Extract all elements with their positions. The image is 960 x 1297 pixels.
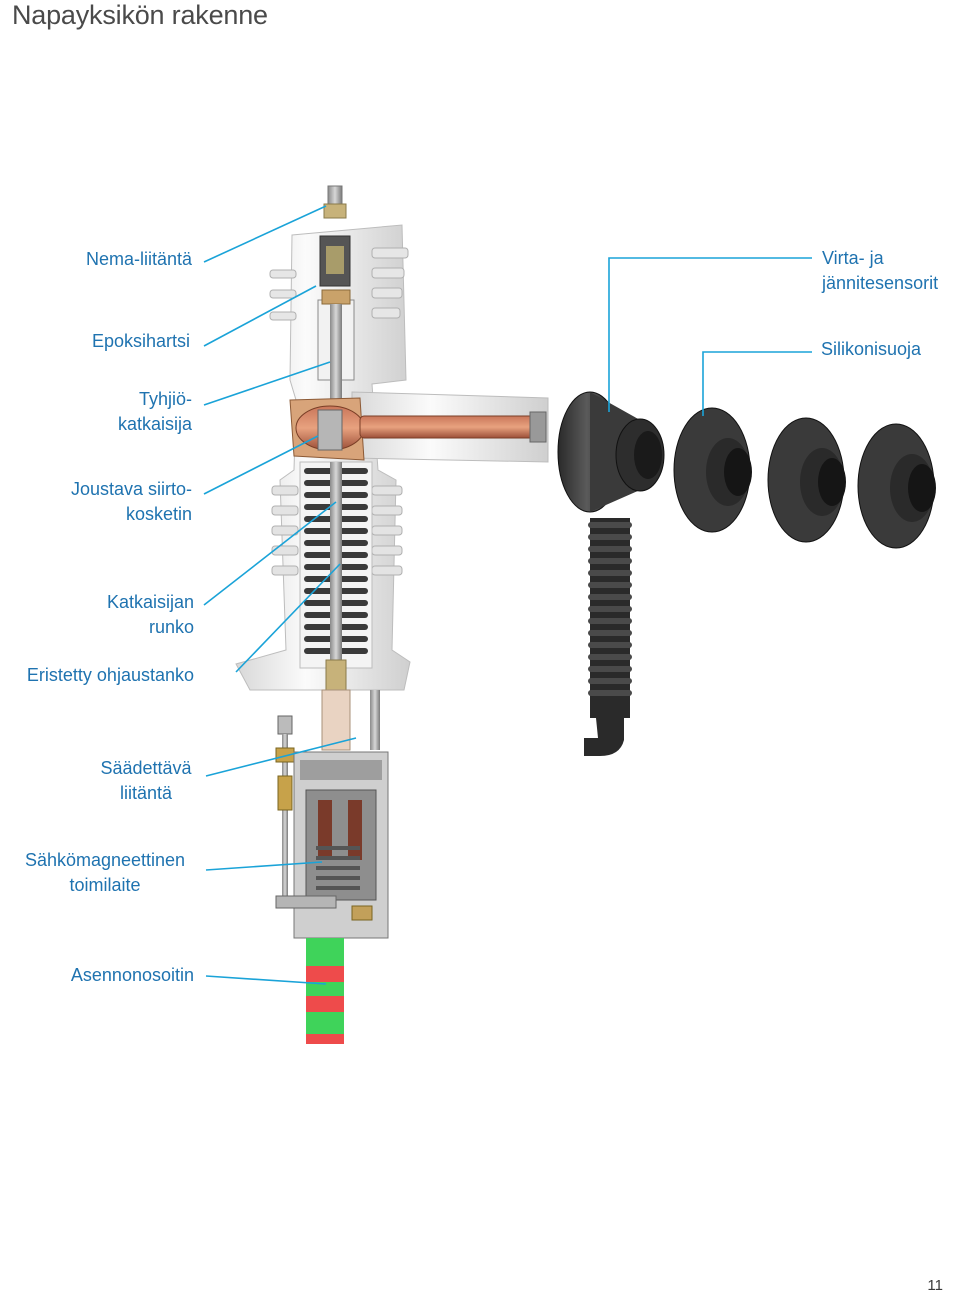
label-actuator-line2: toimilaite	[69, 875, 141, 895]
leader-sensors	[608, 257, 812, 412]
leader-actuator	[205, 861, 323, 871]
flexible-contact-spring	[299, 461, 373, 695]
silicone-cover-2	[767, 417, 846, 543]
label-adjustable-line1: Säädettävä	[100, 758, 192, 778]
label-epoxy-resin: Epoksihartsi	[92, 329, 190, 354]
label-nema-connection: Nema-liitäntä	[86, 247, 192, 272]
label-nema-text: Nema-liitäntä	[85, 249, 192, 269]
leader-adjustable	[205, 737, 357, 777]
silicone-cover-3	[857, 423, 936, 549]
leader-lines	[203, 205, 812, 985]
current-voltage-sensor	[557, 391, 665, 756]
vacuum-interrupter	[289, 289, 365, 461]
label-actuator-line1: Sähkömagneettinen	[24, 850, 186, 870]
label-sensors: Virta- ja jännitesensorit	[822, 246, 938, 296]
page-title: Napayksikön rakenne	[12, 0, 268, 30]
label-silicone-text: Silikonisuoja	[821, 339, 922, 359]
position-indicator	[306, 938, 344, 1044]
leader-indicator	[205, 975, 327, 985]
page-number: 11	[927, 1277, 943, 1294]
label-position-indicator: Asennonosoitin	[71, 963, 194, 988]
leader-epoxy	[203, 285, 317, 347]
leader-body	[203, 501, 337, 606]
label-rod-text: Eristetty ohjaustanko	[26, 665, 194, 685]
label-interrupter-body: Katkaisijan runko	[107, 590, 194, 640]
label-body-line2: runko	[148, 617, 194, 637]
label-sensors-line1: Virta- ja	[822, 248, 884, 268]
label-epoxy-text: Epoksihartsi	[91, 331, 190, 351]
label-sensors-line2: jännitesensorit	[822, 273, 939, 293]
label-flexible-contact: Joustava siirto- kosketin	[71, 477, 192, 527]
label-silicone-cover: Silikonisuoja	[821, 337, 921, 362]
label-flexible-line1: Joustava siirto-	[70, 479, 192, 499]
label-adjustable-connection: Säädettävä liitäntä	[90, 756, 202, 806]
leader-flexible	[203, 435, 319, 495]
support-bar	[370, 690, 380, 750]
leader-vacuum	[203, 361, 331, 406]
arm-terminal	[529, 411, 547, 443]
label-indicator-text: Asennonosoitin	[70, 965, 194, 985]
leader-silicone	[702, 351, 812, 416]
electromagnetic-actuator	[275, 751, 389, 939]
label-insulated-rod: Eristetty ohjaustanko	[27, 663, 194, 688]
leader-nema	[203, 205, 327, 263]
label-vacuum-interrupter: Tyhjiö- katkaisija	[118, 387, 192, 437]
leader-rod	[235, 563, 341, 673]
label-body-line1: Katkaisijan	[106, 592, 194, 612]
arm-conductor	[359, 415, 539, 439]
label-vacuum-line1: Tyhjiö-	[138, 389, 192, 409]
label-adjustable-line2: liitäntä	[119, 783, 173, 803]
label-vacuum-line2: katkaisija	[117, 414, 192, 434]
nema-terminal	[319, 185, 351, 287]
label-flexible-line2: kosketin	[125, 504, 192, 524]
adjustable-connection	[275, 715, 295, 904]
label-electromagnetic-actuator: Sähkömagneettinen toimilaite	[8, 848, 202, 898]
silicone-cover-1	[673, 407, 752, 533]
epoxy-insulator	[235, 224, 549, 691]
